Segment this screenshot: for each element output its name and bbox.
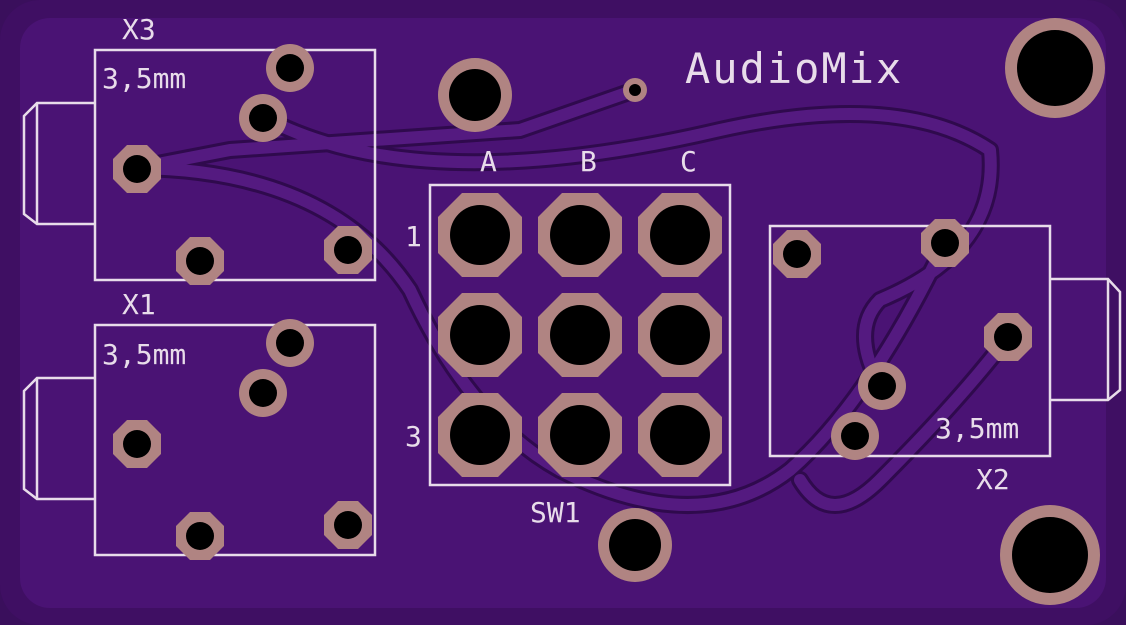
- x1-label: 3,5mm: [102, 338, 186, 371]
- x2-ref: X2: [976, 463, 1010, 496]
- silkscreen-text: AudioMix X3 3,5mm X1 3,5mm 3,5mm X2 A B …: [102, 13, 1019, 529]
- switch-pad: [538, 293, 622, 377]
- x3-pads: [113, 44, 372, 285]
- switch-pad: [638, 293, 722, 377]
- jack-pads: [113, 44, 1032, 560]
- sw1-column-a: A: [480, 145, 497, 178]
- sw1-column-c: C: [680, 145, 697, 178]
- switch-pad: [638, 393, 722, 477]
- x3-outline: [22, 48, 377, 282]
- switch-pad: [438, 193, 522, 277]
- sw1-row-3: 3: [405, 420, 422, 453]
- silkscreen: [22, 48, 1122, 557]
- x2-label: 3,5mm: [935, 412, 1019, 445]
- sw1-row-1: 1: [405, 220, 422, 253]
- switch-pad: [438, 393, 522, 477]
- x2-pads: [773, 219, 1032, 460]
- sw1-ref: SW1: [530, 496, 581, 529]
- x1-outline: [22, 323, 377, 557]
- sw1-column-b: B: [580, 145, 597, 178]
- switch-pad: [538, 393, 622, 477]
- x3-label: 3,5mm: [102, 62, 186, 95]
- switch-pad: [438, 293, 522, 377]
- board-title: AudioMix: [685, 44, 903, 93]
- sw1-outline: [428, 183, 732, 487]
- x2-outline: [768, 224, 1122, 458]
- sw1-pads: [438, 193, 722, 477]
- mounting-holes: [438, 18, 1105, 605]
- x1-pads: [113, 319, 372, 560]
- switch-pad: [638, 193, 722, 277]
- switch-pad: [538, 193, 622, 277]
- x3-ref: X3: [122, 13, 156, 46]
- x1-ref: X1: [122, 288, 156, 321]
